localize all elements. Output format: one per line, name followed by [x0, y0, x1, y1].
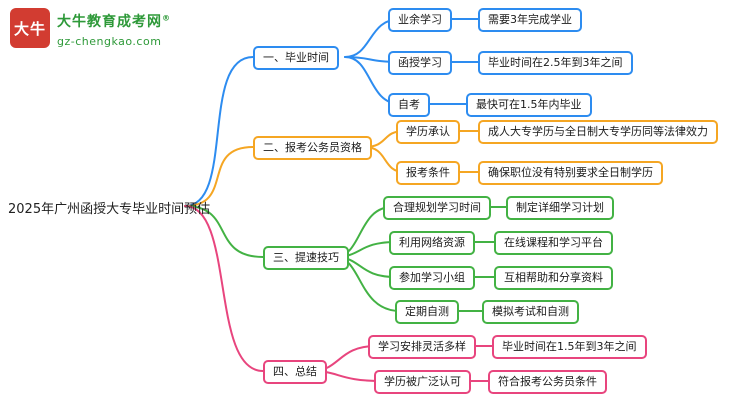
- site-name-text: 大牛教育成考网: [57, 14, 162, 30]
- branch-civil-service-eligibility: 二、报考公务员资格: [253, 136, 372, 161]
- detail-node: 最快可在1.5年内毕业: [466, 93, 592, 118]
- connector: [184, 205, 264, 372]
- topic-node: 学历承认: [396, 120, 460, 145]
- topic-node: 业余学习: [388, 8, 452, 33]
- site-name: 大牛教育成考网®: [57, 11, 171, 31]
- topic-node: 报考条件: [396, 161, 460, 186]
- topic-node: 函授学习: [388, 51, 452, 76]
- branch-graduation-time: 一、毕业时间: [253, 46, 339, 71]
- detail-node: 毕业时间在1.5年到3年之间: [492, 335, 647, 360]
- logo-badge-icon: 大牛: [10, 8, 50, 48]
- topic-node: 学历被广泛认可: [374, 370, 471, 395]
- site-logo: 大牛 大牛教育成考网® gz-chengkao.com: [10, 8, 171, 48]
- topic-node: 自考: [388, 93, 430, 118]
- detail-node: 确保职位没有特别要求全日制学历: [478, 161, 663, 186]
- topic-node: 参加学习小组: [389, 266, 475, 291]
- registered-mark: ®: [162, 13, 171, 23]
- connector: [184, 146, 254, 207]
- detail-node: 成人大专学历与全日制大专学历同等法律效力: [478, 120, 718, 145]
- detail-node: 制定详细学习计划: [506, 196, 614, 221]
- branch-speed-up-tips: 三、提速技巧: [263, 246, 349, 271]
- detail-node: 在线课程和学习平台: [494, 231, 613, 256]
- topic-node: 利用网络资源: [389, 231, 475, 256]
- logo-texts: 大牛教育成考网® gz-chengkao.com: [57, 8, 171, 48]
- connector: [184, 56, 254, 207]
- branch-summary: 四、总结: [263, 360, 327, 385]
- detail-node: 毕业时间在2.5年到3年之间: [478, 51, 633, 76]
- root-node: 2025年广州函授大专毕业时间预估: [8, 202, 211, 217]
- detail-node: 需要3年完成学业: [478, 8, 582, 33]
- detail-node: 互相帮助和分享资料: [494, 266, 613, 291]
- topic-node: 学习安排灵活多样: [368, 335, 476, 360]
- connector: [184, 205, 264, 258]
- detail-node: 符合报考公务员条件: [488, 370, 607, 395]
- topic-node: 合理规划学习时间: [383, 196, 491, 221]
- topic-node: 定期自测: [395, 300, 459, 325]
- branch-speed-up-tips-connectors: [184, 205, 526, 312]
- detail-node: 模拟考试和自测: [482, 300, 579, 325]
- site-url: gz-chengkao.com: [57, 35, 162, 48]
